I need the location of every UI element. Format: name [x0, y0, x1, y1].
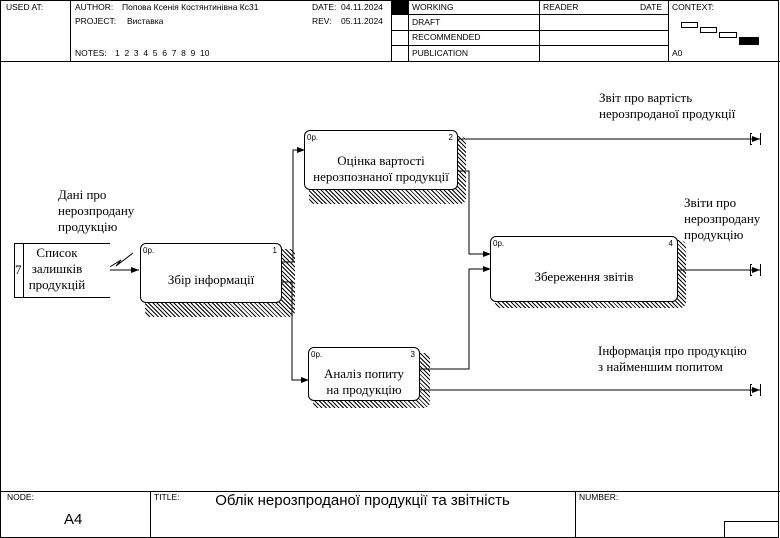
box-2-number: 2 — [448, 133, 453, 142]
output-label-3: Інформація про продукцію з найменшим поп… — [598, 343, 747, 375]
output-label-1: Звіт про вартість нерозпроданої продукці… — [599, 90, 735, 122]
tunnel-bracket-1 — [750, 133, 761, 145]
project-value: Виставка — [127, 16, 164, 26]
activity-box-4[interactable]: 0р. 4 Збереження звітів — [490, 236, 678, 302]
project-label: PROJECT: — [75, 16, 117, 26]
status-publication: PUBLICATION — [412, 48, 469, 58]
store-label: Список залишків продукцій — [24, 245, 90, 293]
notes-numbers: 1 2 3 4 5 6 7 8 9 10 — [115, 48, 210, 58]
box-2-ref: 0р. — [307, 133, 319, 142]
output-label-2-line-1: Звіти про — [684, 195, 737, 210]
activity-box-1[interactable]: 0р. 1 Збір інформації — [140, 243, 282, 303]
status-recommended: RECOMMENDED — [412, 32, 481, 42]
author-label: AUTHOR: — [75, 2, 114, 12]
box-2-label-line-1: Оцінка вартості — [337, 153, 425, 168]
data-store[interactable] — [14, 243, 110, 298]
date2-label: DATE — [640, 2, 663, 12]
number-label: NUMBER: — [579, 492, 619, 502]
input-label-squiggle — [104, 252, 134, 271]
input-label: Дані про нерозпродану продукцію — [58, 187, 134, 235]
arrow-estimate-to-save — [458, 170, 491, 257]
box-4-number: 4 — [668, 239, 673, 248]
input-label-line-1: Дані про — [58, 187, 107, 202]
output-label-3-line-1: Інформація про продукцію — [598, 343, 747, 358]
output-label-2-line-2: нерозпродану — [684, 211, 761, 226]
arrow-collect-to-estimate — [282, 147, 305, 263]
tunnel-bracket-2 — [750, 264, 761, 276]
output-label-2: Звіти про нерозпродану продукцію — [684, 195, 760, 243]
author-value: Попова Ксенія Костянтинівна Кс31 — [122, 2, 259, 12]
activity-box-2[interactable]: 0р. 2 Оцінка вартості нерозпознаної прод… — [304, 130, 458, 190]
box-2-label: Оцінка вартості нерозпознаної продукції — [303, 153, 459, 185]
box-1-number: 1 — [272, 246, 277, 255]
tunnel-number: 7 — [15, 262, 22, 277]
store-label-line-3: продукцій — [28, 277, 86, 292]
date-label: DATE: — [312, 2, 337, 12]
node-value: A4 — [64, 511, 83, 528]
used-at-label: USED AT: — [6, 2, 44, 12]
output-label-2-line-3: продукцію — [684, 227, 744, 242]
box-2-label-line-2: нерозпознаної продукції — [313, 169, 449, 184]
context-label: CONTEXT: — [672, 2, 715, 12]
arrow-analysis-to-save — [419, 266, 491, 370]
context-node: A0 — [672, 48, 683, 58]
date-value: 04.11.2024 — [341, 2, 383, 12]
node-label: NODE: — [7, 492, 34, 502]
box-3-label-line-2: на продукцію — [326, 382, 402, 397]
input-label-line-2: нерозпродану — [58, 203, 135, 218]
box-1-label: Збір інформації — [167, 272, 255, 287]
arrow-collect-to-analysis — [282, 281, 309, 383]
box-1-ref: 0р. — [143, 246, 155, 255]
rev-value: 05.11.2024 — [341, 16, 383, 26]
diagram-title: Облік нерозпроданої продукції та звітніс… — [215, 492, 510, 509]
reader-label: READER — [543, 2, 579, 12]
input-label-line-3: продукцію — [58, 219, 118, 234]
status-draft: DRAFT — [412, 17, 441, 27]
box-3-ref: 0р. — [311, 350, 323, 359]
output-label-3-line-2: з найменшим попитом — [598, 359, 723, 374]
status-working: WORKING — [412, 2, 454, 12]
tunnel-bracket-3 — [750, 384, 761, 396]
store-label-line-1: Список — [36, 245, 78, 260]
title-label: TITLE: — [154, 492, 180, 502]
working-marker — [392, 0, 408, 14]
box-4-ref: 0р. — [493, 239, 505, 248]
rev-label: REV: — [312, 16, 332, 26]
output-label-1-line-1: Звіт про вартість — [599, 90, 693, 105]
notes-label: NOTES: — [75, 48, 107, 58]
activity-box-3[interactable]: 0р. 3 Аналіз попиту на продукцію — [308, 347, 420, 401]
box-3-label-line-1: Аналіз попиту — [323, 366, 405, 381]
context-mini-diagram — [681, 22, 759, 45]
box-3-label: Аналіз попиту на продукцію — [309, 366, 419, 398]
box-3-number: 3 — [410, 350, 415, 359]
store-label-line-2: залишків — [31, 261, 83, 276]
box-4-label: Збереження звітів — [534, 269, 634, 284]
output-label-1-line-2: нерозпроданої продукції — [599, 106, 736, 121]
